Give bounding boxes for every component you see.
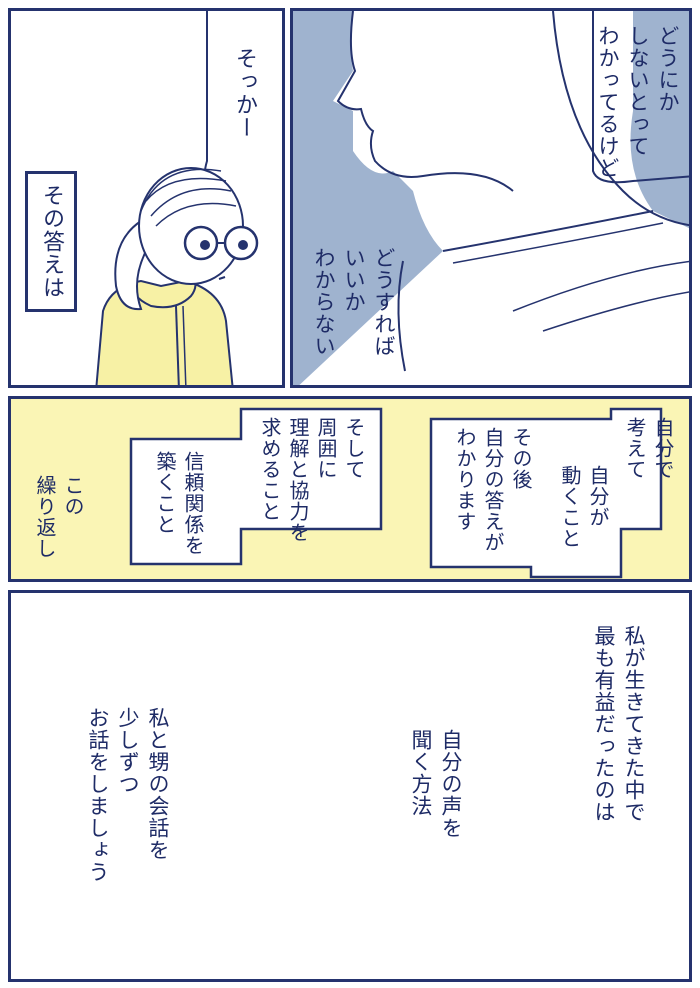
box-right-frame	[129, 407, 663, 579]
step-answer: その後 自分の答えが わかります	[453, 427, 533, 553]
girl-illustration	[95, 11, 259, 385]
step-cooperate: そして 周囲に 理解と協力を 求めること	[258, 417, 366, 543]
speech-bottom: どうすれば いいか わからない	[312, 247, 396, 357]
step-act: 自分が 動くこと	[558, 465, 610, 549]
panel-man: どうにか しないとって わかってるけど どうすれば いいか わからない	[290, 8, 692, 388]
step-repeat: この 繰り返し	[33, 475, 85, 559]
step-trust: 信頼関係を 築くこと	[153, 451, 205, 556]
speech-bubble: そっかー	[232, 47, 257, 139]
step-think: 自分で 考えて	[623, 417, 675, 480]
speech-top: どうにか しないとって わかってるけど	[596, 25, 680, 179]
panel-steps: 自分で 考えて 自分が 動くこと その後 自分の答えが わかります そして 周囲…	[8, 396, 692, 582]
panel-closing: 私が生きてきた中で 最も有益だったのは 自分の声を 聞く方法 私と甥の会話を 少…	[8, 590, 692, 982]
closing-text-left: 私と甥の会話を 少しずつ お話をしましょう	[86, 707, 170, 883]
panel-girl: その答えは そっかー	[8, 8, 285, 388]
closing-text-mid: 自分の声を 聞く方法	[409, 729, 463, 839]
man-illustration	[293, 11, 689, 385]
closing-text-right: 私が生きてきた中で 最も有益だったのは	[592, 625, 646, 823]
narration-box: その答えは	[25, 171, 77, 312]
